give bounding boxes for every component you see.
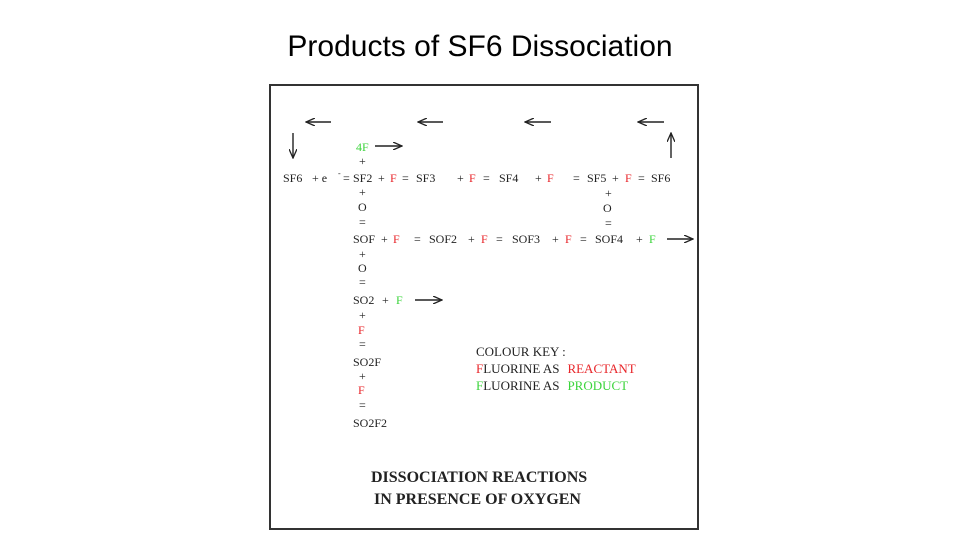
colour-key-heading: COLOUR KEY : bbox=[476, 344, 566, 359]
caption-line-1: DISSOCIATION REACTIONS bbox=[371, 469, 587, 486]
fluorine-reactant: F bbox=[565, 232, 572, 246]
dissociation-diagram: 4F + SF6 + e - = SF2 + F = SF3 + F = SF4… bbox=[269, 84, 699, 530]
electron-superscript: - bbox=[338, 169, 341, 178]
plus-sign: + bbox=[359, 369, 366, 383]
label-4f: 4F bbox=[356, 140, 369, 154]
slide-title: Products of SF6 Dissociation bbox=[287, 30, 673, 63]
species-sof4: SOF4 bbox=[595, 232, 623, 246]
fluorine-reactant: F bbox=[481, 232, 488, 246]
plus-sign: + bbox=[612, 171, 619, 185]
species-sf4: SF4 bbox=[499, 171, 518, 185]
key-letter-f: F bbox=[476, 378, 483, 393]
equals-sign: = bbox=[359, 337, 366, 351]
plus-sign: + bbox=[381, 232, 388, 246]
caption-line-2: IN PRESENCE OF OXYGEN bbox=[374, 491, 581, 508]
equals-sign: = bbox=[359, 398, 366, 412]
plus-sign: + bbox=[457, 171, 464, 185]
plus-electron: + e bbox=[312, 171, 327, 185]
fluorine-reactant: F bbox=[358, 383, 365, 397]
species-sf3: SF3 bbox=[416, 171, 435, 185]
equals-sign: = bbox=[638, 171, 645, 185]
equals-sign: = bbox=[402, 171, 409, 185]
plus-sign: + bbox=[636, 232, 643, 246]
equals-sign: = bbox=[359, 275, 366, 289]
equals-sign: = bbox=[605, 216, 612, 230]
equals-sign: = bbox=[580, 232, 587, 246]
fluorine-reactant: F bbox=[547, 171, 554, 185]
fluorine-product: F bbox=[396, 293, 403, 307]
fluorine-reactant: F bbox=[358, 323, 365, 337]
colour-key-reactant: FLUORINE AS REACTANT bbox=[476, 361, 636, 376]
fluorine-reactant: F bbox=[390, 171, 397, 185]
species-sof3: SOF3 bbox=[512, 232, 540, 246]
equals-sign: = bbox=[359, 215, 366, 229]
species-so2f2: SO2F2 bbox=[353, 416, 387, 430]
species-so2f: SO2F bbox=[353, 355, 381, 369]
key-letter-f: F bbox=[476, 361, 483, 376]
species-so2: SO2 bbox=[353, 293, 374, 307]
species-sf5: SF5 bbox=[587, 171, 606, 185]
fluorine-reactant: F bbox=[393, 232, 400, 246]
oxygen-label: O bbox=[603, 201, 612, 215]
plus-sign: + bbox=[535, 171, 542, 185]
key-word-product: PRODUCT bbox=[567, 378, 628, 393]
key-text: LUORINE AS bbox=[483, 378, 559, 393]
species-sof2: SOF2 bbox=[429, 232, 457, 246]
colour-key-product: FLUORINE AS PRODUCT bbox=[476, 378, 628, 393]
species-sof: SOF bbox=[353, 232, 375, 246]
plus-sign: + bbox=[552, 232, 559, 246]
key-text: LUORINE AS bbox=[483, 361, 559, 376]
species-sf6: SF6 bbox=[283, 171, 302, 185]
species-sf2: SF2 bbox=[353, 171, 372, 185]
oxygen-label: O bbox=[358, 261, 367, 275]
plus-sign: + bbox=[359, 308, 366, 322]
diagram-svg: 4F + SF6 + e - = SF2 + F = SF3 + F = SF4… bbox=[283, 86, 697, 508]
equals-sign: = bbox=[573, 171, 580, 185]
equals-sign: = bbox=[343, 171, 350, 185]
key-word-reactant: REACTANT bbox=[567, 361, 635, 376]
species-sf6-end: SF6 bbox=[651, 171, 670, 185]
fluorine-product: F bbox=[649, 232, 656, 246]
equals-sign: = bbox=[496, 232, 503, 246]
plus-sign: + bbox=[359, 154, 366, 168]
plus-sign: + bbox=[605, 186, 612, 200]
plus-sign: + bbox=[359, 185, 366, 199]
plus-sign: + bbox=[382, 293, 389, 307]
oxygen-label: O bbox=[358, 200, 367, 214]
plus-sign: + bbox=[468, 232, 475, 246]
fluorine-reactant: F bbox=[625, 171, 632, 185]
plus-sign: + bbox=[378, 171, 385, 185]
equals-sign: = bbox=[483, 171, 490, 185]
plus-sign: + bbox=[359, 247, 366, 261]
equals-sign: = bbox=[414, 232, 421, 246]
fluorine-reactant: F bbox=[469, 171, 476, 185]
